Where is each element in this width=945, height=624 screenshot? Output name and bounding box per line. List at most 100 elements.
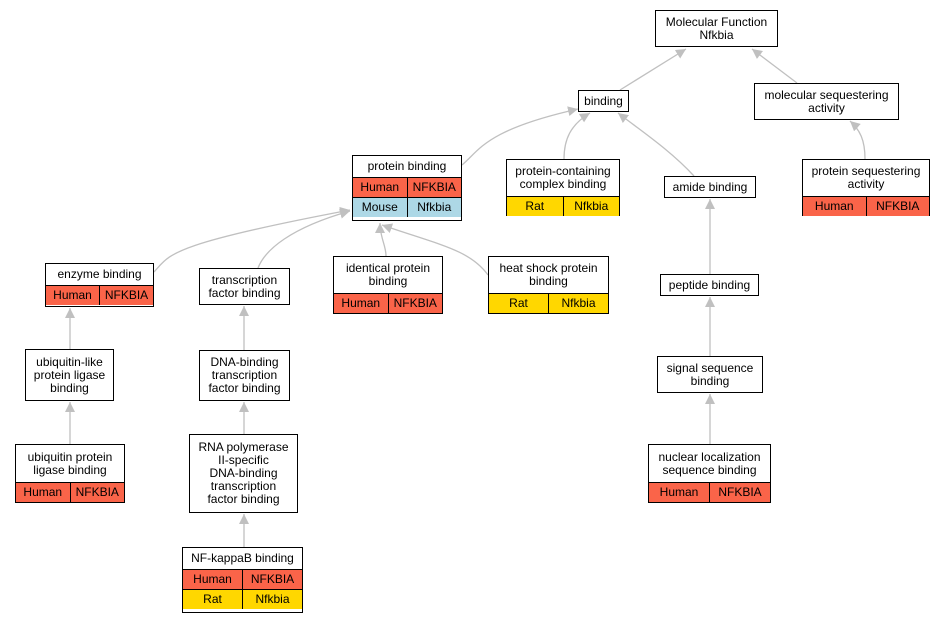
node-title: nuclear localization sequence binding (649, 445, 770, 482)
species-cell: Human (23, 485, 63, 499)
node-rna-pol-ii-tf-binding[interactable]: RNA polymerase II-specific DNA-binding t… (189, 434, 298, 513)
node-title: protein binding (353, 156, 461, 177)
gene-cell: Nfkbia (562, 197, 620, 216)
node-title-text: binding (584, 93, 623, 108)
species-cell: Human (53, 288, 92, 302)
gene-cell: NFKBIA (709, 483, 770, 502)
node-title: heat shock protein binding (489, 257, 608, 293)
node-title: DNA-binding transcription factor binding (200, 351, 289, 400)
edge-protein-containing-complex (563, 112, 591, 160)
gene-cell: Nfkbia (548, 294, 608, 313)
gene-cell: Nfkbia (242, 590, 302, 609)
gene-cell: NFKBIA (242, 570, 302, 589)
node-title-text: Molecular Function Nfkbia (665, 14, 768, 42)
gene-cell: Nfkbia (406, 198, 462, 217)
species-cell: Human (341, 296, 381, 310)
node-signal-sequence-binding[interactable]: signal sequence binding (657, 356, 763, 393)
edge-protein-binding (461, 106, 579, 166)
species-cell: Rat (203, 592, 222, 606)
species-row: Human NFKBIA (183, 569, 302, 589)
gene-cell: NFKBIA (69, 483, 125, 502)
species-cell: Human (360, 180, 400, 194)
node-title: identical protein binding (334, 257, 442, 293)
node-title-text: heat shock protein binding (499, 261, 598, 288)
node-title: peptide binding (661, 275, 758, 295)
node-title-text: protein-containing complex binding (515, 164, 611, 191)
node-title-text: ubiquitin-like protein ligase binding (33, 354, 106, 395)
node-title: ubiquitin protein ligase binding (16, 445, 124, 482)
node-title-text: NF-kappaB binding (191, 551, 294, 565)
edge-amide-binding (617, 112, 695, 177)
node-binding[interactable]: binding (578, 90, 629, 112)
node-title-text: peptide binding (668, 277, 751, 292)
species-row: Human NFKBIA (803, 196, 929, 216)
node-transcription-factor-binding[interactable]: transcription factor binding (199, 268, 290, 305)
species-cell: Human (193, 572, 232, 586)
node-title: RNA polymerase II-specific DNA-binding t… (190, 435, 297, 512)
node-peptide-binding[interactable]: peptide binding (660, 274, 759, 296)
node-title: signal sequence binding (658, 357, 762, 392)
node-title-text: transcription factor binding (208, 272, 281, 300)
edge-molecular-sequestering (751, 48, 798, 84)
node-title-text: nuclear localization sequence binding (658, 449, 761, 477)
node-molecular-function[interactable]: Molecular Function Nfkbia (655, 10, 778, 47)
edge-identical-protein-binding (375, 222, 387, 257)
species-row: Mouse Nfkbia (353, 197, 461, 217)
node-title: molecular sequestering activity (755, 84, 898, 119)
node-molecular-sequestering[interactable]: molecular sequestering activity (754, 83, 899, 120)
gene-cell: NFKBIA (406, 178, 462, 197)
node-title: NF-kappaB binding (183, 548, 302, 569)
species-row: Rat Nfkbia (507, 196, 619, 216)
edge-heat-shock-protein-binding (381, 223, 489, 276)
node-title-text: enzyme binding (57, 267, 142, 281)
node-title: protein-containing complex binding (507, 160, 619, 196)
edge-binding (619, 48, 687, 91)
edge-transcription-factor-binding (257, 208, 351, 269)
node-amide-binding[interactable]: amide binding (664, 176, 756, 198)
node-title: enzyme binding (46, 264, 153, 285)
edge-enzyme-binding (153, 206, 351, 273)
species-row: Human NFKBIA (46, 285, 153, 305)
node-title-text: signal sequence binding (666, 360, 754, 388)
species-row: Human NFKBIA (353, 177, 461, 197)
species-cell: Rat (509, 296, 528, 310)
node-title: Molecular Function Nfkbia (656, 11, 777, 46)
node-title-text: protein binding (367, 159, 447, 173)
species-row: Rat Nfkbia (489, 293, 608, 313)
species-cell: Human (659, 485, 699, 499)
node-dna-binding-tf-binding[interactable]: DNA-binding transcription factor binding (199, 350, 290, 401)
node-title-text: identical protein binding (345, 261, 431, 288)
species-row: Rat Nfkbia (183, 589, 302, 609)
node-title: binding (579, 91, 628, 111)
node-title: protein sequestering activity (803, 160, 929, 196)
node-title: ubiquitin-like protein ligase binding (26, 350, 113, 400)
species-cell: Human (814, 199, 854, 213)
gene-cell: NFKBIA (99, 286, 153, 305)
node-title: amide binding (665, 177, 755, 197)
node-title-text: ubiquitin protein ligase binding (27, 449, 113, 477)
species-row: Human NFKBIA (16, 482, 124, 502)
node-title-text: amide binding (672, 179, 748, 194)
node-title: transcription factor binding (200, 269, 289, 304)
node-title-text: RNA polymerase II-specific DNA-binding t… (198, 440, 289, 506)
gene-cell: NFKBIA (865, 197, 930, 216)
node-ubiquitin-like-ligase-binding[interactable]: ubiquitin-like protein ligase binding (25, 349, 114, 401)
edge-protein-sequestering (849, 120, 866, 160)
node-title-text: DNA-binding transcription factor binding (208, 355, 281, 395)
species-cell: Rat (525, 199, 545, 213)
species-cell: Mouse (361, 200, 398, 214)
node-title-text: molecular sequestering activity (764, 87, 889, 115)
species-row: Human NFKBIA (649, 482, 770, 502)
